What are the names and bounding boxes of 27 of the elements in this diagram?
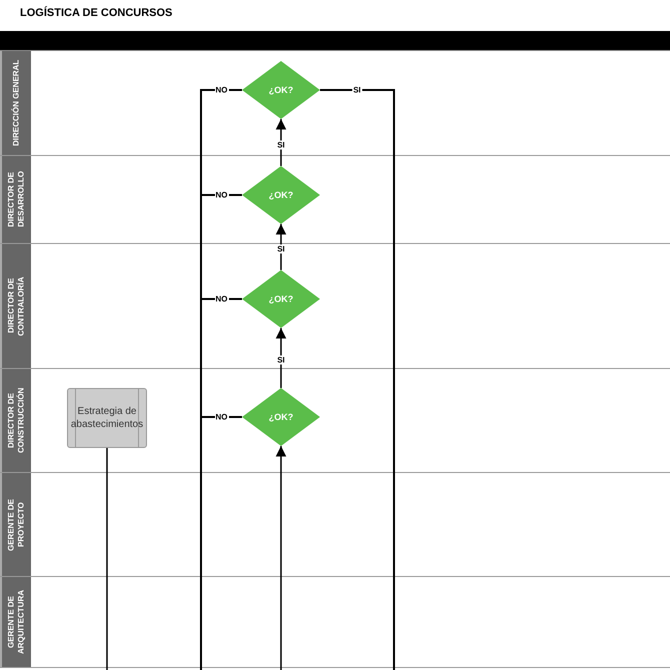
connector bbox=[106, 448, 108, 670]
lane-header: DIRECTOR DE CONSTRUCCIÓN bbox=[0, 369, 31, 472]
lane-header: DIRECTOR DE DESARROLLO bbox=[0, 156, 31, 243]
decision-diamond: ¿OK? bbox=[242, 166, 320, 224]
edge-label: NO bbox=[214, 412, 228, 422]
connector bbox=[320, 89, 395, 670]
lane-header: DIRECTOR DE CONTRALORÍA bbox=[0, 244, 31, 368]
edge-label: NO bbox=[214, 86, 228, 94]
lane-header: GERENTE DE PROYECTO bbox=[0, 473, 31, 576]
edge-label: NO bbox=[214, 294, 228, 304]
edge-label: SI bbox=[276, 356, 286, 364]
diagram-title: LOGÍSTICA DE CONCURSOS bbox=[20, 7, 172, 19]
edge-label: NO bbox=[214, 190, 228, 200]
connector bbox=[276, 224, 286, 270]
edge-label: SI bbox=[276, 244, 286, 254]
lane-header: DIRECCIÓN GENERAL bbox=[0, 51, 31, 155]
decision-diamond: ¿OK? bbox=[242, 388, 320, 446]
process-box: Estrategia de abastecimientos bbox=[67, 388, 147, 448]
connector bbox=[276, 328, 286, 388]
connector bbox=[276, 446, 286, 670]
edge-label: SI bbox=[352, 86, 362, 94]
decision-diamond: ¿OK? bbox=[242, 270, 320, 328]
decision-diamond: ¿OK? bbox=[242, 61, 320, 119]
connector bbox=[200, 416, 242, 670]
lane-header: GERENTE DE ARQUITECTURA bbox=[0, 577, 31, 667]
connector bbox=[276, 119, 286, 166]
edge-label: SI bbox=[276, 140, 286, 149]
